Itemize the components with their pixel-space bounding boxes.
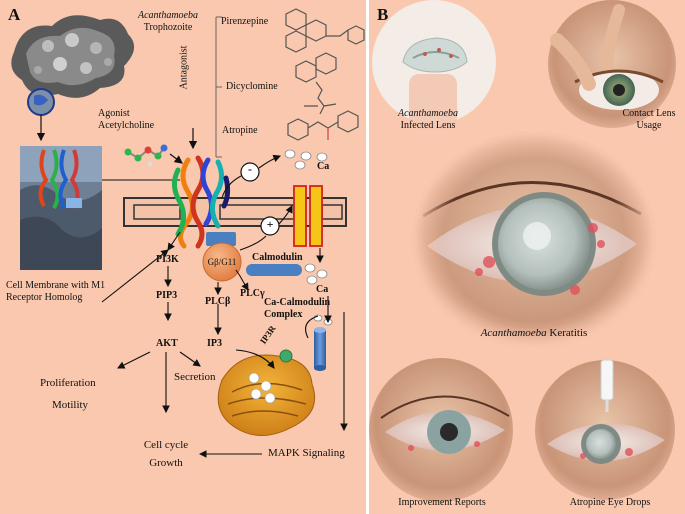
contact-lens-caption-line1: Contact Lens [622,108,676,119]
ca-calmodulin-label: Ca-Calmodulin [264,297,331,308]
keratitis-caption: Acanthamoeba Keratitis [439,328,629,339]
antagonist-dicyclomine: Dicyclomine [226,81,278,92]
pirenzepine-structure [285,8,365,53]
receptor-zoom-circle [27,88,55,116]
atropine-drops-photo [535,359,675,500]
minus-sign: - [248,162,252,176]
antagonist-bracket [215,16,222,158]
acetylcholine-molecule [124,144,168,167]
agonist-name: Acetylcholine [98,120,155,131]
g-protein [202,232,242,282]
agonist-label: Agonist [98,108,130,119]
growth-label: Growth [149,457,183,469]
improvement-caption: Improvement Reports [398,497,486,508]
plc-beta-label: PLCβ [205,296,231,307]
membrane-inset-image [20,146,102,270]
ip3-label: IP3 [207,338,222,349]
panel-b: B Acanthamoeba Infected Lens Contact Len… [369,0,685,514]
calcium-label-mid: Ca [316,284,329,295]
infected-lens-caption: Infected Lens [400,120,456,131]
calmodulin-molecule [246,263,328,285]
membrane-caption-line2: Receptor Homolog [6,292,83,303]
keratitis-photo [412,132,656,348]
atropine-drops-caption: Atropine Eye Drops [569,497,651,508]
calcium-label-top: Ca [317,161,330,172]
infected-lens-photo [372,0,496,130]
inhibition-circle [240,162,260,182]
proliferation-label: Proliferation [40,377,96,389]
akt-label: AKT [156,338,178,349]
ip3r-channel [313,314,333,371]
trophozoite-image [11,15,135,98]
activation-circle [260,216,280,236]
improvement-photo [369,358,513,502]
antagonist-pirenzepine: Pirenzepine [221,16,269,27]
membrane-caption-line1: Cell Membrane with M1 [6,280,106,291]
complex-label: Complex [264,309,303,320]
pip3-label: PIP3 [156,290,178,301]
antagonist-heading: Antagonist [178,45,190,90]
keratitis-word: Keratitis [546,327,588,339]
panel-a-graphics [11,8,365,458]
pathway-arrows [101,231,348,458]
organism-name: Acanthamoeba [138,10,198,21]
calcium-channel [293,185,323,247]
infected-lens-italic: Acanthamoeba [398,108,458,119]
secretion-label: Secretion [174,371,216,383]
calcium-ions-top [284,149,328,170]
dicyclomine-structure [295,52,337,115]
plc-gamma-label: PLCγ [240,288,265,299]
organism-stage: Trophozoite [143,22,193,33]
antagonist-atropine: Atropine [222,125,258,136]
panel-a-letter: A [8,5,21,24]
m1-receptor-homolog [172,155,231,249]
contact-lens-usage-photo [548,0,676,128]
motility-label: Motility [52,399,89,411]
contact-lens-caption-line2: Usage [636,120,662,131]
endoplasmic-reticulum [217,349,316,437]
pi3k-label: PI3K [156,254,179,265]
keratitis-italic: Acanthamoeba [480,327,547,339]
membrane-bilayer [123,197,347,227]
mapk-signaling-label: MAPK Signaling [268,447,345,459]
panel-b-letter: B [377,5,389,24]
g-protein-label: Gβ/G11 [207,257,237,267]
calmodulin-label: Calmodulin [252,252,303,263]
cell-cycle-label: Cell cycle [143,439,189,451]
panel-a: A Acanthamoeba Trophozoite Agonist Acety… [0,0,366,514]
atropine-structure [287,110,359,141]
panel-b-graphics [369,0,676,502]
plus-sign: + [266,217,274,231]
